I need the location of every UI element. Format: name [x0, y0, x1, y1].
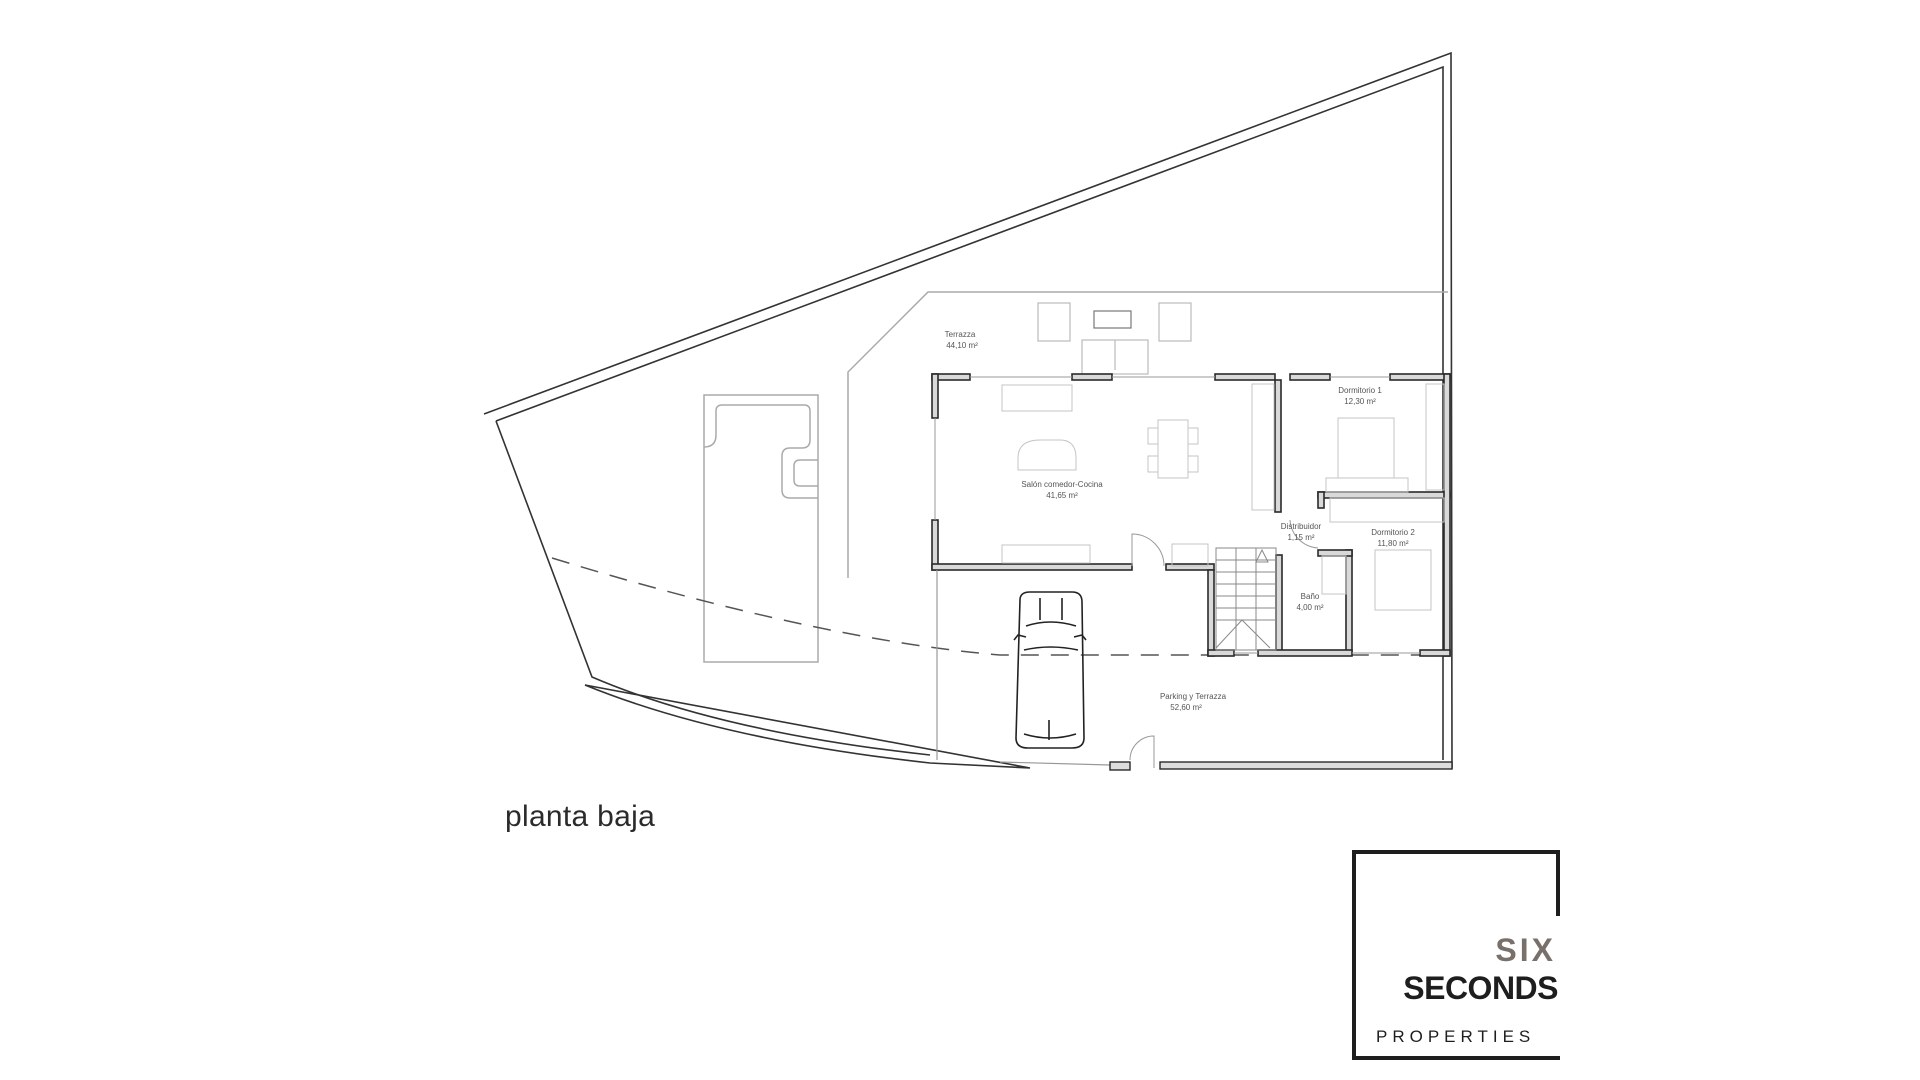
logo-text-six: SIX	[1495, 932, 1556, 968]
room-label-salon: Salón comedor-Cocina	[1021, 480, 1103, 489]
six-seconds-properties-logo: SIX SECONDS PROPERTIES	[1352, 850, 1560, 1060]
room-label-terrazza: Terrazza	[945, 330, 976, 339]
interior-furniture	[1001, 383, 1445, 611]
room-label-distribuidor: Distribuidor	[1281, 522, 1322, 531]
car-icon	[1013, 591, 1087, 749]
room-labels: Terrazza 44,10 m² Salón comedor-Cocina 4…	[945, 330, 1416, 712]
logo-text-seconds: SECONDS	[1403, 970, 1558, 1006]
room-label-dormitorio-2: Dormitorio 2	[1371, 528, 1415, 537]
room-area-dormitorio-2: 11,80 m²	[1378, 539, 1409, 548]
logo-frame-right	[1556, 850, 1560, 916]
gate-posts	[1109, 761, 1453, 771]
terrace-furniture	[1037, 302, 1192, 375]
room-area-parking: 52,60 m²	[1170, 703, 1202, 712]
room-label-dormitorio-1: Dormitorio 1	[1338, 386, 1382, 395]
room-label-bano: Baño	[1301, 592, 1320, 601]
room-area-salon: 41,65 m²	[1046, 491, 1078, 500]
parking-area	[936, 570, 1111, 766]
logo-frame-top	[1352, 850, 1560, 854]
room-area-dormitorio-1: 12,30 m²	[1344, 397, 1376, 406]
logo-frame-left	[1352, 850, 1356, 1060]
pool	[703, 394, 819, 663]
dashed-boundary-line	[551, 557, 1420, 656]
staircase	[1215, 547, 1277, 651]
plot-boundary	[483, 51, 1453, 769]
logo-frame-bottom	[1352, 1056, 1560, 1060]
room-label-parking: Parking y Terrazza	[1160, 692, 1227, 701]
plan-title: planta baja	[505, 800, 656, 833]
room-area-bano: 4,00 m²	[1296, 603, 1323, 612]
terrace-outline	[847, 291, 1448, 578]
windows	[934, 376, 1420, 654]
room-area-terrazza: 44,10 m²	[946, 341, 978, 350]
house-walls	[931, 373, 1451, 657]
door-swings	[1129, 519, 1319, 768]
logo-text-properties: PROPERTIES	[1376, 1027, 1536, 1046]
room-area-distribuidor: 1,15 m²	[1287, 533, 1314, 542]
